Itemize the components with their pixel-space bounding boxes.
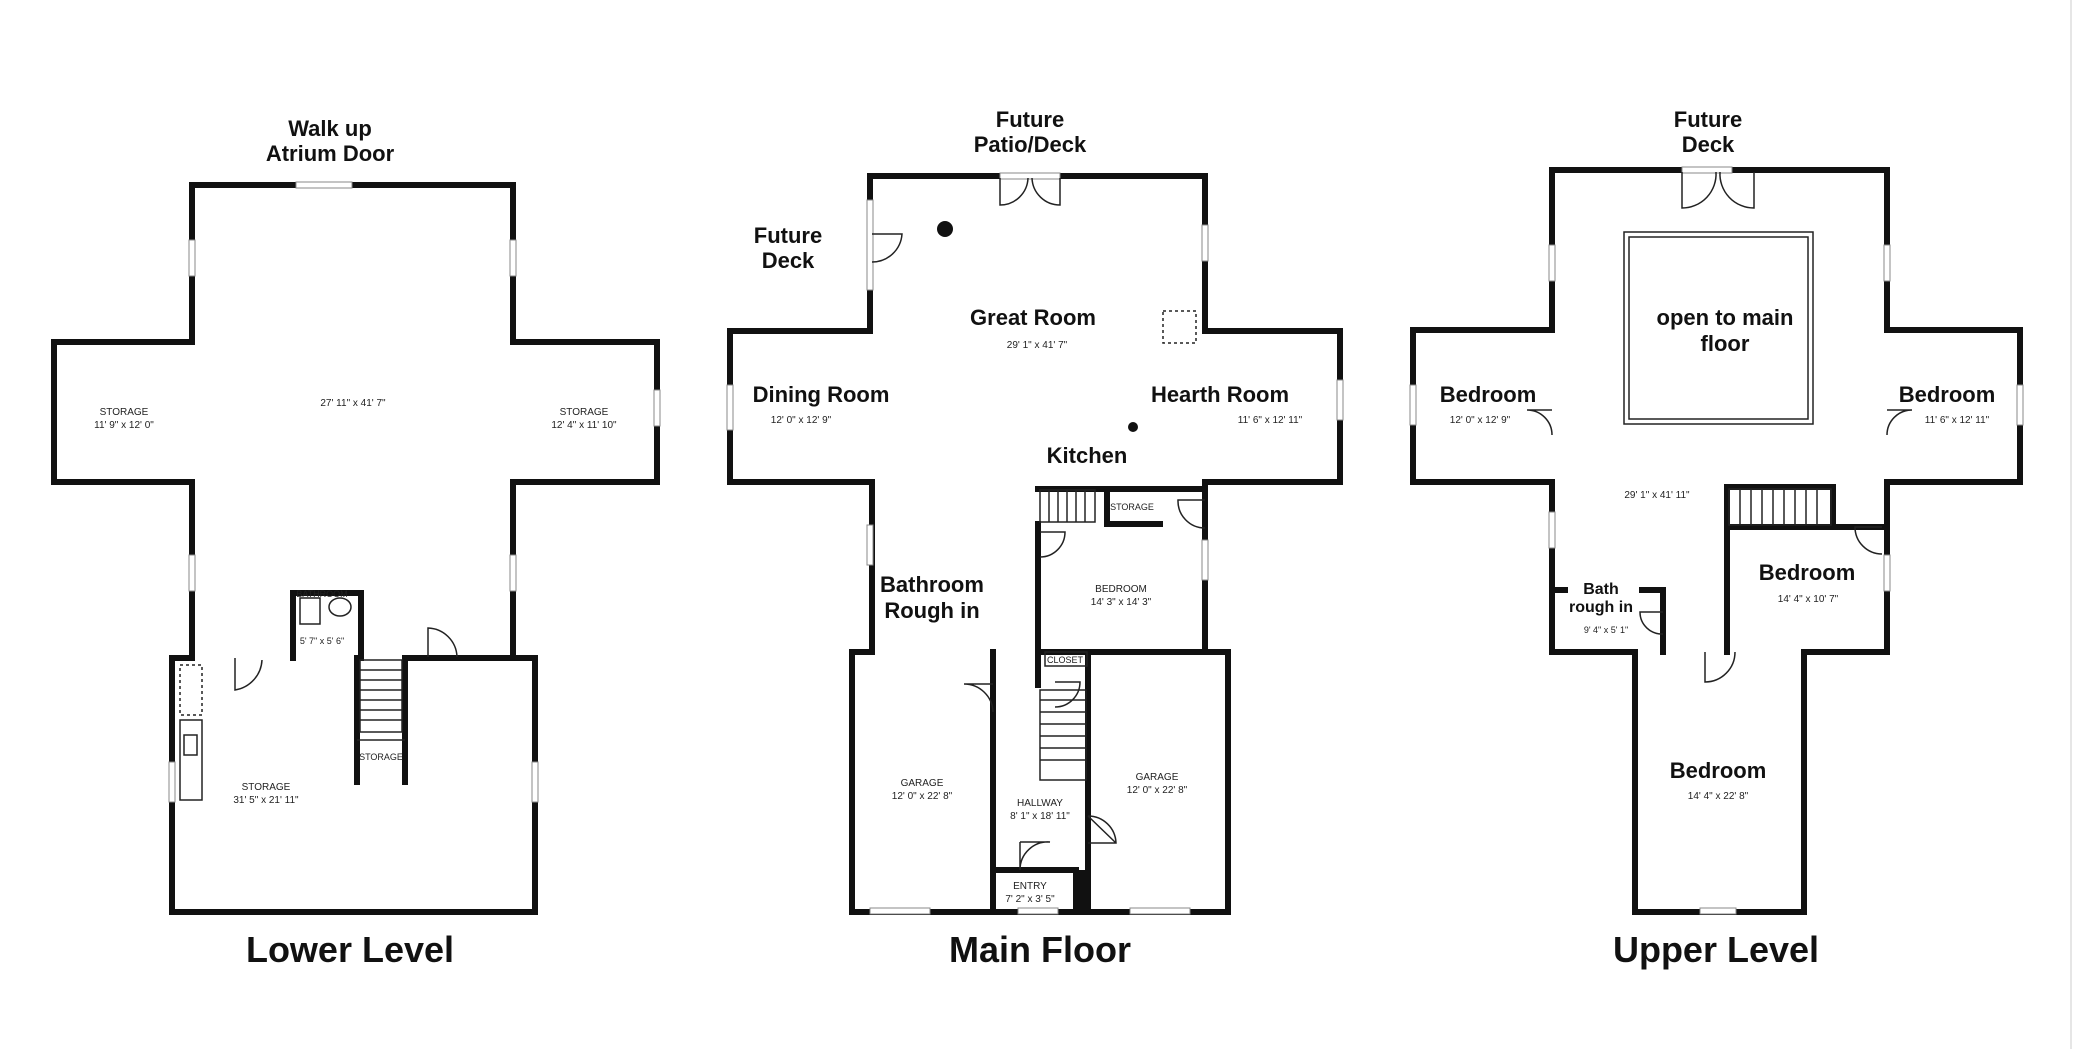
upper-open-label-1: open to main [1657,305,1794,330]
upper-bedroom-bottom-dim: 14' 4" x 22' 8" [1688,791,1749,802]
upper-stairs [1728,488,1832,526]
lower-storage-small-label: STORAGE [359,752,403,762]
main-dining-room-label: Dining Room [753,382,890,407]
main-entry-wall [990,867,1079,915]
lower-door [234,658,263,691]
upper-bedroom-right-label: Bedroom [1899,382,1996,407]
upper-bedroom-mid-wall [1724,484,1890,655]
lower-level-plan: Walk up Atrium Door STORAGE 11' 9" x 12'… [51,116,661,970]
upper-bath-dim: 9' 4" x 5' 1" [1584,625,1628,635]
lower-walkup-label: Walk up [288,116,372,141]
main-bath-rough-label-1: Bathroom [880,572,984,597]
main-great-room-label: Great Room [970,305,1096,330]
main-column [937,221,953,237]
main-closet [1044,651,1088,667]
upper-future-deck-label-1: Future [1674,107,1742,132]
upper-outer-wall [1410,167,2023,915]
main-dining-room-dim: 12' 0" x 12' 9" [771,415,832,426]
upper-bedroom-left-label: Bedroom [1440,382,1537,407]
main-future-deck-label-1: Future [754,223,822,248]
lower-level-title: Lower Level [246,929,454,970]
main-closet-label: CLOSET [1047,655,1084,665]
main-kitchen-label: Kitchen [1047,443,1128,468]
main-outer-wall [727,173,1343,915]
main-hearth-room-label: Hearth Room [1151,382,1289,407]
upper-bedroom-bottom-label: Bedroom [1670,758,1767,783]
main-floor-title: Main Floor [949,929,1131,970]
main-bedroom-label: BEDROOM [1095,584,1147,595]
lower-center-dim: 27' 11" x 41' 7" [320,398,386,409]
lower-storage-right-label: STORAGE [560,407,609,418]
main-garage-left-dim: 12' 0" x 22' 8" [892,791,953,802]
main-bedroom-dim: 14' 3" x 14' 3" [1091,597,1152,608]
main-garage-right-dim: 12' 0" x 22' 8" [1127,785,1188,796]
main-future-patio-label-1: Future [996,107,1064,132]
upper-bath-label-1: Bath [1583,581,1619,598]
main-garage-right-label: GARAGE [1136,772,1179,783]
lower-storage-left-label: STORAGE [100,407,149,418]
lower-atrium-door-label: Atrium Door [266,141,395,166]
main-storage-label: STORAGE [1110,502,1154,512]
main-stairs-lower [1039,689,1087,781]
lower-storage-big-dim: 31' 5" x 21' 11" [233,795,299,806]
upper-bedroom-right-dim: 11' 6" x 12' 11" [1925,415,1990,426]
upper-deck-door [1681,171,1755,209]
lower-storage-big-label: STORAGE [242,782,291,793]
upper-center-dim: 29' 1" x 41' 11" [1624,490,1690,501]
upper-level-plan: Future Deck open to main floor Bedroom 1… [1409,107,2024,970]
main-future-patio-label-2: Patio/Deck [974,132,1087,157]
lower-stairs [359,659,403,733]
upper-bath-label-2: rough in [1569,599,1633,616]
lower-outer-wall [51,182,660,915]
main-bath-rough-label-2: Rough in [884,598,979,623]
main-future-deck-label-2: Deck [762,248,815,273]
lower-window [295,181,353,189]
main-hallway-label: HALLWAY [1017,798,1063,809]
main-patio-door [999,177,1061,206]
lower-bathroom-label: BATHROOM [296,589,347,599]
upper-future-deck-label-2: Deck [1682,132,1735,157]
lower-storage-right-dim: 12' 4" x 11' 10" [551,420,617,431]
upper-bedroom-mid-dim: 14' 4" x 10' 7" [1778,594,1839,605]
upper-bath-wall [1549,587,1666,655]
right-edge-divider [2070,0,2072,1049]
lower-stair-wall [354,655,538,785]
upper-open-label-2: floor [1701,331,1750,356]
lower-bathroom-wall [290,590,364,661]
upper-bedroom-mid-label: Bedroom [1759,560,1856,585]
lower-storage-left-dim: 11' 9" x 12' 0" [94,420,154,431]
main-hallway-dim: 8' 1" x 18' 11" [1010,811,1070,822]
main-garage-left-label: GARAGE [901,778,944,789]
main-entry-dim: 7' 2" x 3' 5" [1005,894,1055,905]
main-hearth-room-dim: 11' 6" x 12' 11" [1238,415,1303,426]
main-kitchen-wall [1035,486,1208,655]
main-floor-plan: Future Patio/Deck Future Deck Great Room… [726,107,1344,970]
lower-bathroom-dim: 5' 7" x 5' 6" [300,636,344,646]
main-entry-label: ENTRY [1013,881,1047,892]
main-stairs-upper [1039,489,1096,523]
upper-level-title: Upper Level [1613,929,1819,970]
main-great-room-dim: 29' 1" x 41' 7" [1007,340,1068,351]
upper-bedroom-left-dim: 12' 0" x 12' 9" [1450,415,1511,426]
upper-open-to-below [1623,231,1814,425]
